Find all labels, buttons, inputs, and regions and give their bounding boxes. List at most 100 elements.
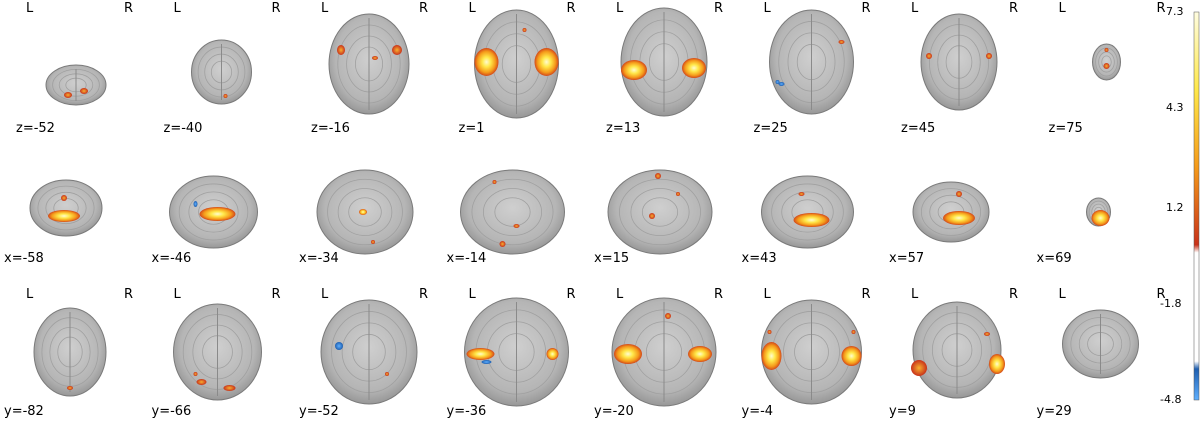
positive-activation xyxy=(676,192,680,196)
positive-activation xyxy=(196,379,207,385)
cut-coordinate-label: z=75 xyxy=(1048,121,1083,136)
positive-activation xyxy=(838,40,845,44)
slice-axial-3 xyxy=(474,9,559,119)
brain-gyri xyxy=(482,188,543,236)
brain-gyri xyxy=(494,197,531,227)
left-hemisphere-label: L xyxy=(26,1,34,16)
brain-outline xyxy=(29,179,103,237)
positive-activation xyxy=(984,332,990,336)
slice-coronal-5 xyxy=(761,299,862,405)
slice-sagittal-0 xyxy=(29,179,103,237)
colorbar-tick-label: -1.8 xyxy=(1160,296,1182,310)
positive-activation xyxy=(841,346,862,366)
left-hemisphere-label: L xyxy=(763,1,771,16)
right-hemisphere-label: R xyxy=(419,1,429,16)
left-hemisphere-label: L xyxy=(1058,1,1066,16)
slice-coronal-2 xyxy=(320,299,418,405)
positive-activation xyxy=(223,94,228,98)
positive-activation xyxy=(1104,48,1109,52)
slice-sagittal-3 xyxy=(460,169,565,255)
positive-activation xyxy=(682,58,706,78)
left-hemisphere-label: L xyxy=(616,1,624,16)
right-hemisphere-label: R xyxy=(1009,1,1019,16)
positive-activation xyxy=(621,60,647,80)
negative-activation xyxy=(335,342,343,350)
right-hemisphere-label: R xyxy=(1009,287,1019,302)
right-hemisphere-label: R xyxy=(271,287,281,302)
positive-activation xyxy=(911,360,927,376)
positive-activation xyxy=(614,344,642,364)
positive-activation xyxy=(359,209,367,215)
cut-coordinate-label: x=57 xyxy=(889,251,925,266)
slice-sagittal-1 xyxy=(169,175,258,249)
cut-coordinate-label: x=-14 xyxy=(446,251,487,266)
positive-activation xyxy=(371,240,375,244)
brain-gyri xyxy=(471,178,554,246)
brain-outline xyxy=(607,169,713,255)
left-hemisphere-label: L xyxy=(616,287,624,302)
left-hemisphere-label: L xyxy=(321,287,329,302)
positive-activation xyxy=(67,386,73,390)
cut-coordinate-label: z=-16 xyxy=(311,121,350,136)
right-hemisphere-label: R xyxy=(124,287,134,302)
cut-coordinate-label: x=-58 xyxy=(4,251,44,266)
brain-gyri xyxy=(771,183,844,241)
cut-coordinate-label: y=-52 xyxy=(299,404,339,419)
negative-activation xyxy=(775,80,780,84)
colorbar-tick-label: -4.8 xyxy=(1160,393,1182,406)
positive-activation xyxy=(522,28,527,32)
cut-coordinate-label: z=-52 xyxy=(16,121,55,136)
positive-activation xyxy=(798,192,805,196)
slice-sagittal-5 xyxy=(761,175,854,249)
positive-activation xyxy=(337,45,345,55)
slice-coronal-3 xyxy=(464,297,569,407)
cut-coordinate-label: y=29 xyxy=(1036,404,1072,419)
left-hemisphere-label: L xyxy=(911,1,919,16)
slice-sagittal-4 xyxy=(607,169,713,255)
positive-activation xyxy=(193,372,198,376)
left-hemisphere-label: L xyxy=(468,287,476,302)
positive-activation xyxy=(851,330,856,334)
positive-activation xyxy=(385,372,389,376)
left-hemisphere-label: L xyxy=(911,287,919,302)
cut-coordinate-label: y=-36 xyxy=(446,404,487,419)
cut-coordinate-label: z=1 xyxy=(458,121,485,136)
negative-activation xyxy=(193,201,198,207)
cut-coordinate-label: x=-46 xyxy=(151,251,192,266)
brain-gyri xyxy=(1095,47,1118,77)
brain-gyri xyxy=(37,185,95,231)
colorbar-tick-label: 1.2 xyxy=(1166,200,1184,214)
brain-outline xyxy=(761,175,854,249)
left-hemisphere-label: L xyxy=(26,287,34,302)
cut-coordinate-label: x=69 xyxy=(1036,251,1072,266)
slice-sagittal-6 xyxy=(912,181,990,243)
brain-gyri xyxy=(781,191,834,233)
positive-activation xyxy=(943,211,975,225)
positive-activation xyxy=(80,88,88,94)
right-hemisphere-label: R xyxy=(1156,1,1166,16)
cut-coordinate-label: z=13 xyxy=(606,121,641,136)
cut-coordinate-label: z=25 xyxy=(753,121,788,136)
slice-sagittal-7 xyxy=(1086,197,1111,227)
brain-gyri xyxy=(337,188,393,236)
positive-activation xyxy=(956,191,962,197)
positive-activation xyxy=(761,342,782,370)
colorbar-tick-label: 7.3 xyxy=(1166,5,1184,18)
left-hemisphere-label: L xyxy=(173,1,181,16)
positive-activation xyxy=(392,45,402,55)
right-hemisphere-label: R xyxy=(861,1,871,16)
positive-activation xyxy=(199,207,236,221)
negative-activation xyxy=(481,360,492,364)
cut-coordinate-label: y=-66 xyxy=(151,404,192,419)
cut-coordinate-label: z=-40 xyxy=(163,121,203,136)
positive-activation xyxy=(223,385,236,391)
brain-gyri xyxy=(929,194,973,230)
cut-coordinate-label: x=43 xyxy=(741,251,777,266)
positive-activation xyxy=(1091,210,1110,226)
brain-gyri xyxy=(348,197,382,227)
cut-coordinate-label: y=-82 xyxy=(4,404,44,419)
positive-activation xyxy=(48,210,80,222)
slice-sagittal-2 xyxy=(316,169,414,255)
positive-activation xyxy=(986,53,992,59)
positive-activation xyxy=(546,348,559,360)
